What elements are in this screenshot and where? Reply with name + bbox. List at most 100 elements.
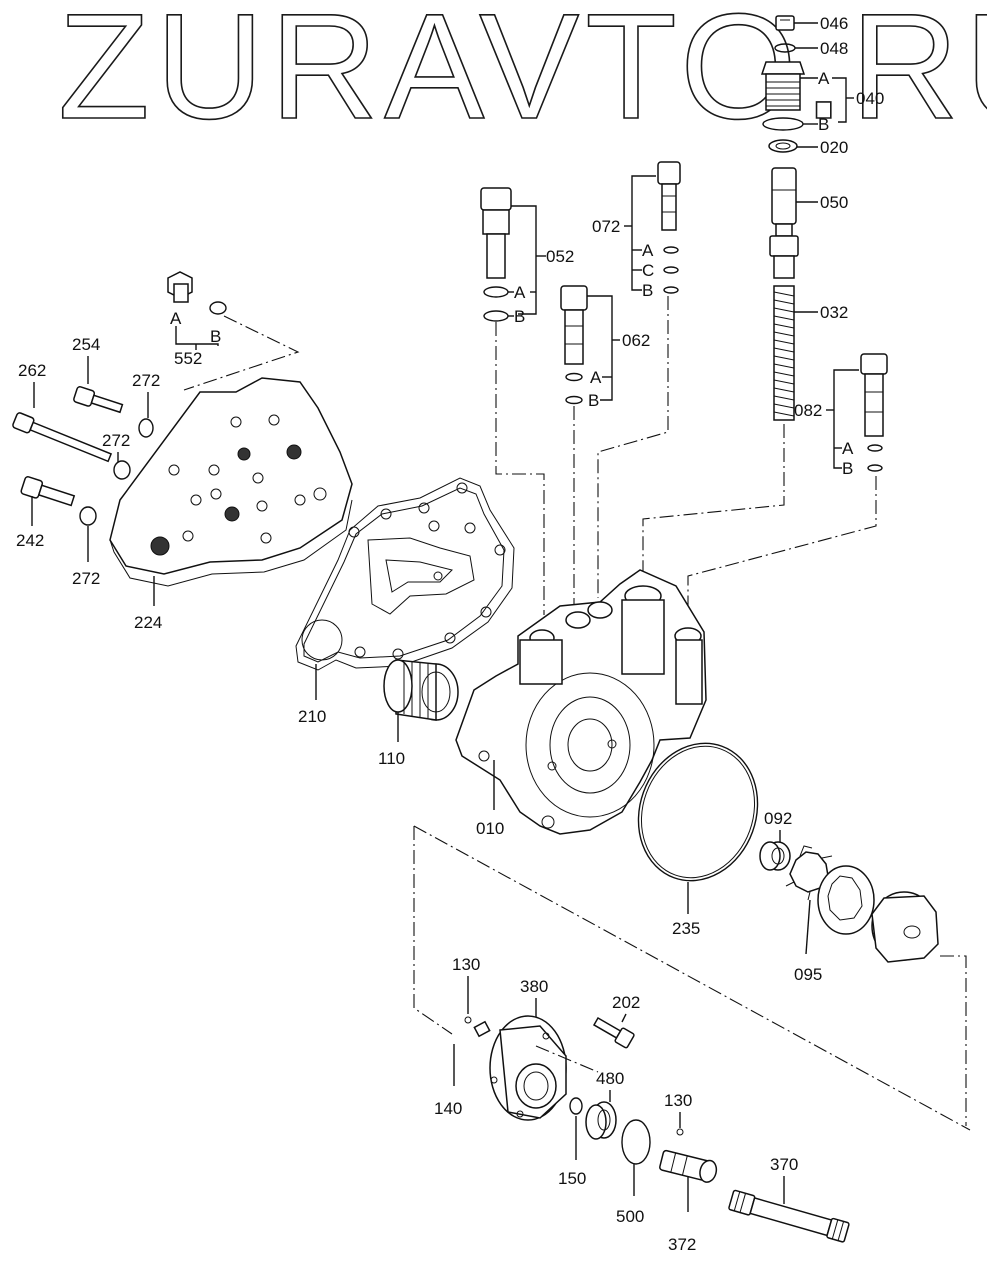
leader-095 bbox=[805, 899, 811, 955]
label-010: 010 bbox=[476, 819, 504, 838]
bracket-052 bbox=[511, 205, 537, 315]
label-242: 242 bbox=[16, 531, 44, 550]
spool-052 bbox=[480, 187, 512, 279]
label-224: 224 bbox=[134, 613, 162, 632]
oring-062-b bbox=[565, 395, 583, 405]
label-380: 380 bbox=[520, 977, 548, 996]
label-272-b: 272 bbox=[102, 431, 130, 450]
assembly-line-202 bbox=[535, 1045, 599, 1073]
oring-072-a bbox=[663, 246, 679, 254]
gear-095-outer bbox=[817, 865, 875, 935]
label-095: 095 bbox=[794, 965, 822, 984]
oring-082-b bbox=[867, 464, 883, 472]
oring-052-a bbox=[483, 286, 509, 298]
assembly-line-diagonal bbox=[413, 825, 971, 1131]
shaft-370 bbox=[728, 1189, 850, 1243]
label-046: 046 bbox=[820, 14, 848, 33]
cover-224 bbox=[109, 377, 353, 587]
washer-020 bbox=[768, 139, 798, 153]
label-500: 500 bbox=[616, 1207, 644, 1226]
ring-150 bbox=[569, 1097, 583, 1115]
label-040-b: B bbox=[818, 115, 829, 134]
oring-082-a bbox=[867, 444, 883, 452]
assembly-line-052 bbox=[495, 322, 545, 615]
oring-052-b bbox=[483, 310, 509, 322]
spool-082 bbox=[860, 353, 888, 437]
label-202: 202 bbox=[612, 993, 640, 1012]
label-272-c: 272 bbox=[72, 569, 100, 588]
spool-062 bbox=[560, 285, 588, 365]
label-552-b: B bbox=[210, 327, 221, 346]
label-040: 040 bbox=[856, 89, 884, 108]
label-052-a: A bbox=[514, 283, 526, 302]
label-062-b: B bbox=[588, 391, 599, 410]
assembly-line-cover bbox=[413, 826, 453, 1035]
label-140: 140 bbox=[434, 1099, 462, 1118]
spring-140 bbox=[473, 1020, 491, 1038]
label-048: 048 bbox=[820, 39, 848, 58]
bearing-092 bbox=[759, 841, 791, 871]
label-254: 254 bbox=[72, 335, 100, 354]
cover-380 bbox=[489, 1015, 567, 1121]
watermark-text: ZURAVTO.RU bbox=[58, 0, 987, 150]
bolt-262 bbox=[12, 412, 113, 463]
washer-272-a bbox=[138, 418, 154, 438]
label-052-b: B bbox=[514, 307, 525, 326]
label-372: 372 bbox=[668, 1235, 696, 1254]
gear-095-plate bbox=[871, 891, 939, 963]
oring-552-b bbox=[209, 301, 227, 315]
bolt-242 bbox=[20, 476, 76, 507]
bracket-552 bbox=[175, 326, 219, 346]
gasket-210 bbox=[295, 477, 515, 671]
label-052: 052 bbox=[546, 247, 574, 266]
label-130-b: 130 bbox=[664, 1091, 692, 1110]
label-082-a: A bbox=[842, 439, 854, 458]
housing-010 bbox=[455, 569, 707, 835]
assembly-line-right bbox=[940, 955, 967, 1126]
label-150: 150 bbox=[558, 1169, 586, 1188]
bracket-072 bbox=[631, 175, 656, 291]
ball-130-a bbox=[464, 1016, 472, 1024]
label-072-c: C bbox=[642, 261, 654, 280]
label-050: 050 bbox=[820, 193, 848, 212]
bolt-202 bbox=[592, 1016, 635, 1049]
plug-040 bbox=[760, 61, 806, 111]
ball-130-b bbox=[676, 1128, 684, 1136]
label-480: 480 bbox=[596, 1069, 624, 1088]
oring-235 bbox=[637, 742, 759, 882]
spool-050 bbox=[769, 167, 799, 279]
bracket-062 bbox=[587, 295, 613, 401]
oring-072-c bbox=[663, 266, 679, 274]
label-082: 082 bbox=[794, 401, 822, 420]
oring-062-a bbox=[565, 372, 583, 382]
label-262: 262 bbox=[18, 361, 46, 380]
label-210: 210 bbox=[298, 707, 326, 726]
label-272-a: 272 bbox=[132, 371, 160, 390]
label-072-a: A bbox=[642, 241, 654, 260]
label-130-a: 130 bbox=[452, 955, 480, 974]
coupling-372 bbox=[659, 1149, 718, 1183]
spool-072 bbox=[657, 161, 681, 231]
seal-480 bbox=[585, 1101, 617, 1140]
assembly-line-072 bbox=[597, 296, 669, 598]
washer-272-b bbox=[113, 460, 131, 480]
assembly-line-032 bbox=[642, 424, 785, 578]
label-552-a: A bbox=[170, 309, 182, 328]
bracket-040 bbox=[832, 77, 847, 123]
label-072: 072 bbox=[592, 217, 620, 236]
label-110: 110 bbox=[378, 749, 405, 768]
fitting-552-a bbox=[167, 271, 193, 303]
assembly-line-552 bbox=[183, 315, 300, 391]
bracket-082 bbox=[833, 369, 859, 469]
bearing-110 bbox=[383, 659, 459, 721]
snapring-500 bbox=[621, 1119, 651, 1165]
plug-046 bbox=[775, 15, 795, 31]
label-235: 235 bbox=[672, 919, 700, 938]
label-062-a: A bbox=[590, 368, 602, 387]
label-040-a: A bbox=[818, 69, 830, 88]
bolt-254 bbox=[73, 386, 124, 414]
washer-272-c bbox=[79, 506, 97, 526]
label-032: 032 bbox=[820, 303, 848, 322]
leader-202 bbox=[621, 1013, 627, 1023]
